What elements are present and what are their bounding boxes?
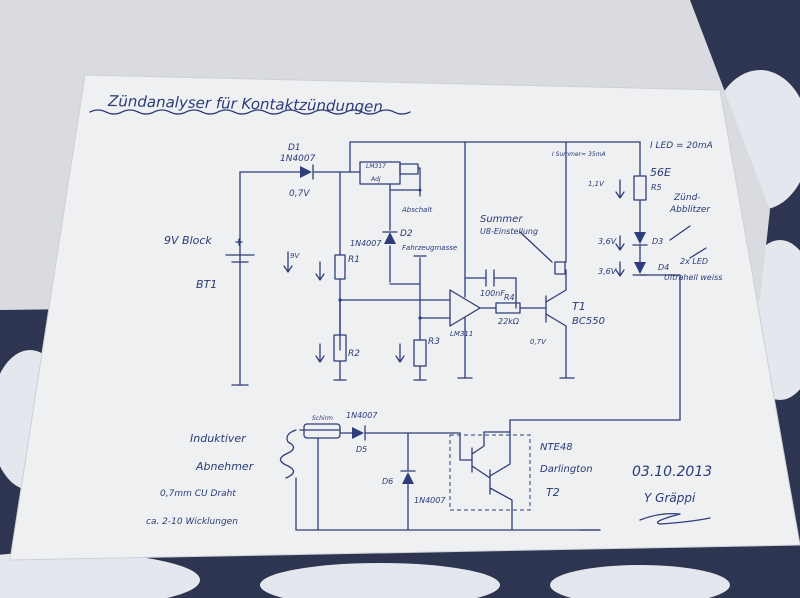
summer-setting: U8-Einstellung bbox=[480, 227, 538, 236]
r4-ref: R4 bbox=[504, 293, 515, 302]
d2-ref: D2 bbox=[400, 229, 413, 239]
d6-part: 1N4007 bbox=[414, 496, 446, 505]
t1-voltage: 0,7V bbox=[530, 338, 547, 346]
d6-ref: D6 bbox=[382, 477, 393, 486]
drawing-date: 03.10.2013 bbox=[632, 464, 712, 480]
labels: D1 1N4007 0,7V 9V Block BT1 9V LM317 Adj… bbox=[146, 141, 722, 527]
lower-circuit bbox=[279, 419, 681, 531]
d5-part: 1N4007 bbox=[346, 411, 378, 420]
d1-voltage: 0,7V bbox=[289, 189, 310, 199]
r3-ref: R3 bbox=[428, 337, 440, 347]
title-underline bbox=[89, 109, 411, 115]
t1-ref: T1 bbox=[572, 300, 586, 313]
t2-ref: T2 bbox=[546, 486, 560, 499]
summer-current: I Summer= 35mA bbox=[552, 151, 606, 158]
pickup-line-4: ca. 2-10 Wicklungen bbox=[146, 517, 238, 527]
d3-ref: D3 bbox=[652, 237, 663, 246]
pickup-line-1: Induktiver bbox=[190, 432, 247, 445]
r2-ref: R2 bbox=[348, 349, 360, 359]
battery-ref: BT1 bbox=[196, 278, 217, 291]
reg-part: LM317 bbox=[366, 163, 386, 170]
d1-ref: D1 bbox=[288, 143, 301, 153]
main-paper-sheet bbox=[10, 75, 800, 560]
led-note-1: 2x LED bbox=[680, 257, 708, 266]
r5-ref: R5 bbox=[651, 183, 662, 192]
led-current: I LED = 20mA bbox=[650, 141, 713, 151]
opamp-part: LM311 bbox=[450, 330, 473, 338]
pickup-shield: Schirm bbox=[312, 415, 333, 422]
d4-voltage: 3,6V bbox=[598, 267, 617, 276]
pickup-line-2: Abnehmer bbox=[195, 460, 255, 473]
schematic-title: Zündanalyser für Kontaktzündungen bbox=[107, 92, 383, 116]
r1-ref: R1 bbox=[348, 255, 360, 265]
fahrzeugmasse-label: Fahrzeugmasse bbox=[402, 244, 457, 252]
battery-name: 9V Block bbox=[164, 234, 212, 247]
t2-part: NTE48 bbox=[540, 442, 573, 453]
led-note-2: Ultrahell weiss bbox=[664, 273, 722, 282]
abblitzer-label: Abblitzer bbox=[669, 205, 711, 215]
drawing-author: Y Gräppi bbox=[644, 491, 696, 505]
signature bbox=[639, 512, 711, 525]
abschalt-label: Abschalt bbox=[401, 206, 432, 214]
battery-voltage: 9V bbox=[290, 252, 300, 260]
d5-ref: D5 bbox=[356, 445, 367, 454]
d1-part: 1N4007 bbox=[280, 154, 316, 164]
r4-value: 22kΩ bbox=[498, 317, 520, 326]
c1-value: 100nF bbox=[480, 289, 505, 298]
upper-circuit bbox=[225, 141, 707, 421]
reg-adj: Adj bbox=[370, 176, 381, 183]
t2-type: Darlington bbox=[540, 464, 593, 475]
zuend-label: Zünd- bbox=[673, 193, 701, 203]
d4-ref: D4 bbox=[658, 263, 669, 272]
t1-part: BC550 bbox=[572, 316, 605, 327]
r5-voltage: 1,1V bbox=[588, 180, 605, 188]
pickup-line-3: 0,7mm CU Draht bbox=[160, 489, 236, 499]
d2-part: 1N4007 bbox=[350, 239, 382, 248]
summer-label: Summer bbox=[480, 214, 523, 225]
d3-voltage: 3,6V bbox=[598, 237, 617, 246]
r5-value: 56E bbox=[650, 166, 671, 179]
